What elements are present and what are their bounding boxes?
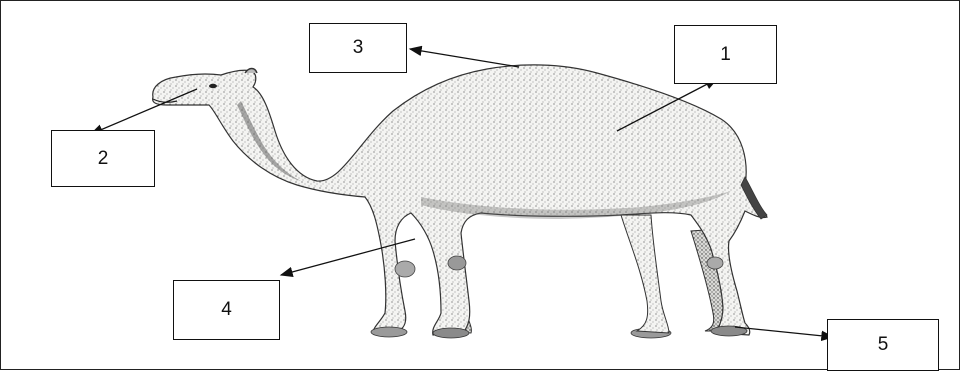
label-text-2: 2 <box>98 148 109 170</box>
label-box-4: 4 <box>173 280 280 340</box>
arrow-3 <box>410 49 519 67</box>
camel-ear <box>245 69 257 74</box>
foot-front <box>371 327 407 337</box>
label-box-1: 1 <box>674 25 777 84</box>
label-text-5: 5 <box>878 334 889 356</box>
hind-hock <box>707 257 723 269</box>
label-text-1: 1 <box>720 44 731 66</box>
label-box-2: 2 <box>51 130 155 187</box>
label-text-3: 3 <box>353 37 364 59</box>
near-hind-leg <box>621 215 669 333</box>
arrow-2 <box>91 89 197 134</box>
front-knee <box>395 261 415 277</box>
front-knee-far <box>448 256 466 270</box>
label-box-5: 5 <box>827 319 939 371</box>
foot-front-far <box>433 328 469 338</box>
label-box-3: 3 <box>309 23 407 73</box>
camel-eye <box>209 84 217 88</box>
label-text-4: 4 <box>221 299 232 321</box>
